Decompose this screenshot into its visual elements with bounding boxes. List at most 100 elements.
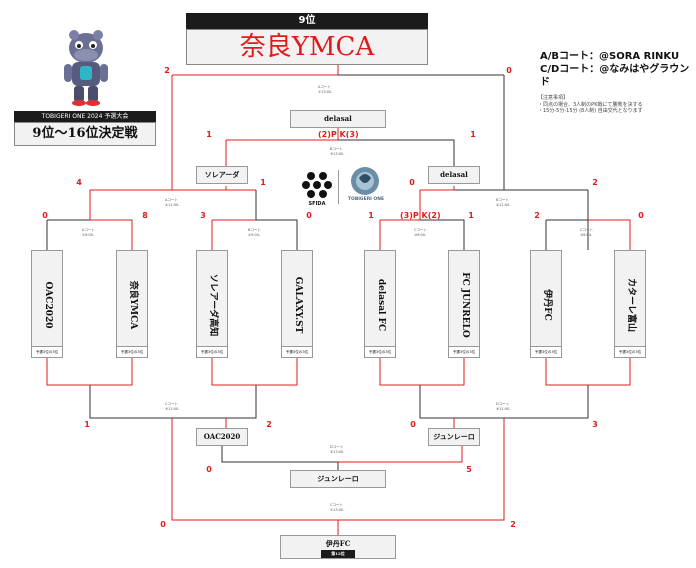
- court-name: Aコート: [318, 85, 331, 89]
- score-semi-up-2: 1: [260, 178, 266, 187]
- score-bottom-right: 2: [510, 520, 516, 529]
- team-name: 伊丹FC: [542, 289, 552, 321]
- score-r1-6: 1: [468, 211, 474, 220]
- event-title: TOBIGERI ONE 2024 予選大会: [14, 111, 156, 122]
- score-wf-left: 1: [206, 130, 212, 139]
- court-name: Dコート: [330, 445, 344, 449]
- score-semi-dn-4: 3: [592, 420, 598, 429]
- pk-result-mid: (3)P K(2): [400, 211, 441, 220]
- score-semi-dn-3: 0: [410, 420, 416, 429]
- court-time: ⑤13:00-: [330, 152, 345, 156]
- pk-result-top: (2)P K(3): [318, 130, 359, 139]
- winner-r1-left-box: ソレアーダ: [196, 166, 248, 184]
- court-time: ④11:00-: [165, 203, 180, 207]
- winners-final-box: delasal: [290, 110, 386, 128]
- note-line-1: ・同点の場合、3人制のPK戦にて勝敗を決する: [538, 101, 643, 108]
- note-line-2: ・15分-5分-15分 (8人制) 自由交代となります: [538, 108, 643, 114]
- venue-line-ab: A/Bコート：@SORA RINKU: [540, 51, 680, 62]
- score-wf-right: 1: [470, 130, 476, 139]
- court-time: ①9:00-: [82, 233, 95, 237]
- court-name: Bコート: [330, 147, 343, 151]
- notes: 【注意事項】 ・同点の場合、3人制のPK戦にて勝敗を決する ・15分-5分-15…: [538, 95, 688, 115]
- court-time: ⑦13:00-: [330, 508, 345, 512]
- rank-title: 9位〜16位決定戦: [14, 122, 156, 146]
- court-time: ②9:00-: [248, 233, 261, 237]
- team-qualification: 予選3位の3位: [615, 346, 645, 357]
- losers-final-box: ジュンレーロ: [290, 470, 386, 488]
- logo-divider: [338, 170, 339, 204]
- team-qualification: 予選3位の3位: [282, 346, 312, 357]
- score-r1-3: 3: [200, 211, 206, 220]
- winner-r1-right-box: delasal: [428, 166, 480, 184]
- team-qualification: 予選3位の3位: [365, 346, 395, 357]
- court-time: ④11:00-: [496, 203, 511, 207]
- sfida-logo-text: SFIDA: [308, 201, 326, 207]
- team-name: 奈良YMCA: [128, 280, 138, 330]
- court-name: Cコート: [165, 402, 178, 406]
- loser-r1-left-box: OAC2020: [196, 428, 248, 446]
- team-card: OAC2020 予選3位の3位: [31, 250, 63, 358]
- score-r1-2: 8: [142, 211, 148, 220]
- venue-line-cd: C/Dコート：@なみはやグラウンド: [540, 64, 690, 88]
- team-name: OAC2020: [43, 281, 53, 329]
- court-time: ③9:00-: [580, 233, 593, 237]
- score-lf-right: 5: [466, 465, 472, 474]
- court-name: Dコート: [496, 402, 510, 406]
- sfida-logo-icon: [302, 172, 332, 198]
- champion-name: 奈良YMCA: [186, 29, 428, 65]
- score-lf-left: 0: [206, 465, 212, 474]
- score-semi-up-4: 2: [592, 178, 598, 187]
- court-time: ⑤11:00-: [165, 407, 180, 411]
- court-name: Bコート: [496, 198, 509, 202]
- team-qualification: 予選3位の3位: [197, 346, 227, 357]
- court-name: Aコート: [82, 228, 95, 232]
- bottom-result-box: 伊丹FC 第12位: [280, 535, 396, 559]
- score-semi-up-1: 4: [76, 178, 82, 187]
- bottom-rank-label: 第12位: [321, 550, 355, 558]
- champion-header: 9位: [186, 13, 428, 29]
- court-name: Cコート: [330, 503, 343, 507]
- team-card: 奈良YMCA 予選3位の3位: [116, 250, 148, 358]
- team-qualification: 予選3位の3位: [32, 346, 62, 357]
- team-qualification: 予選3位の3位: [531, 346, 561, 357]
- court-time: ⑥13:00-: [330, 450, 345, 454]
- team-name: delasal FC: [376, 278, 386, 332]
- notes-title: 【注意事項】: [538, 95, 569, 101]
- team-card: FC JUNRELO 予選3位の3位: [448, 250, 480, 358]
- team-name: カターレ富山: [626, 277, 636, 332]
- score-r1-7: 2: [534, 211, 540, 220]
- team-card: カターレ富山予選3位の3位: [614, 250, 646, 358]
- bottom-team-name: 伊丹FC: [325, 539, 351, 548]
- score-semi-dn-1: 1: [84, 420, 90, 429]
- score-r1-8: 0: [638, 211, 644, 220]
- team-card: ソレアーダ高知予選3位の3位: [196, 250, 228, 358]
- court-name: Bコート: [248, 228, 261, 232]
- score-r1-4: 0: [306, 211, 312, 220]
- loser-r1-right-box: ジュンレーロ: [428, 428, 480, 446]
- score-r1-5: 1: [368, 211, 374, 220]
- court-name: Aコート: [165, 198, 178, 202]
- team-name: FC JUNRELO: [460, 272, 470, 338]
- court-name: Cコート: [414, 228, 427, 232]
- venue-info: A/Bコート：@SORA RINKU C/Dコート：@なみはやグラウンド: [540, 50, 696, 89]
- hippo-mascot-icon: [64, 30, 108, 106]
- court-time: ⑦13:00-: [318, 90, 333, 94]
- score-final-left: 2: [164, 66, 170, 75]
- team-qualification: 予選3位の3位: [117, 346, 147, 357]
- tobigeri-logo-text: TOBIGERI ONE: [347, 197, 385, 202]
- score-semi-up-3: 0: [409, 178, 415, 187]
- score-bottom-left: 0: [160, 520, 166, 529]
- team-qualification: 予選3位の3位: [449, 346, 479, 357]
